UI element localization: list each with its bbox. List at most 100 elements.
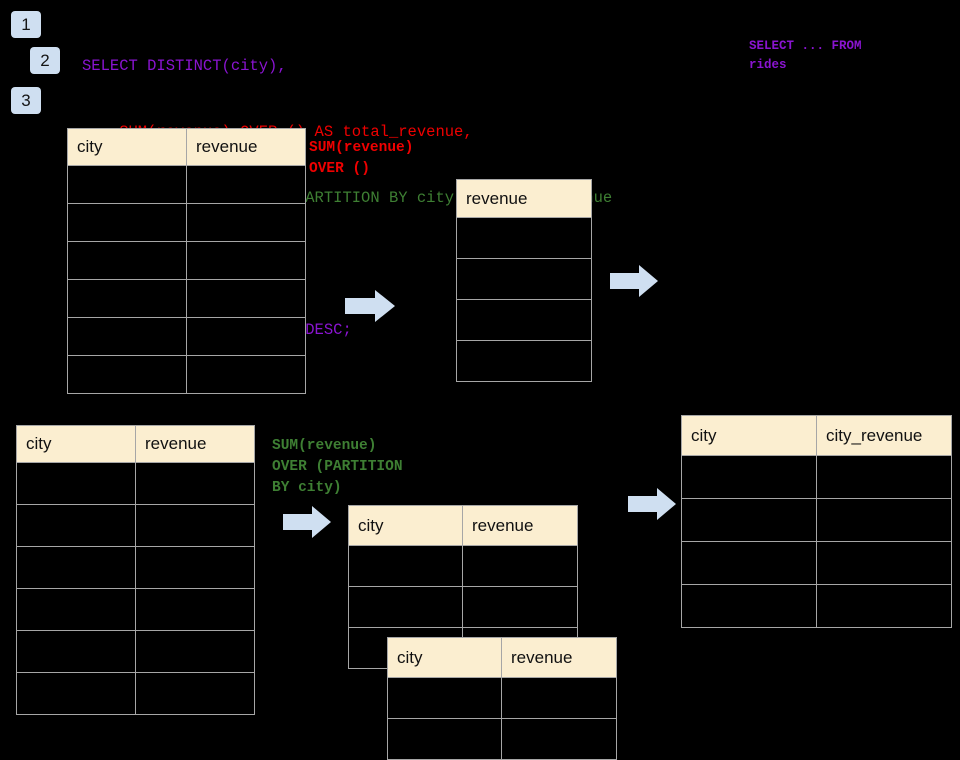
table-row <box>16 504 255 547</box>
table-cell <box>186 317 306 356</box>
arrow-source-to-total <box>345 288 395 329</box>
table-cell <box>16 504 136 547</box>
table-cell <box>681 541 817 585</box>
slide-canvas: 1 2 3 SELECT DISTINCT(city), SUM(revenue… <box>11 11 952 760</box>
table-cell <box>16 672 136 715</box>
table-header-row: city revenue <box>67 128 306 166</box>
annotation-sum-over-partition: SUM(revenue) OVER (PARTITION BY city) <box>272 438 403 496</box>
table-cell <box>456 258 592 300</box>
column-header-city-revenue: city_revenue <box>816 415 952 456</box>
table-cell <box>135 546 255 589</box>
table-cell <box>186 241 306 280</box>
table-cell <box>186 165 306 204</box>
rides-source-table-bottom: city revenue <box>16 425 255 715</box>
table-cell <box>67 203 187 242</box>
column-header-revenue: revenue <box>135 425 255 463</box>
table-row <box>67 355 306 394</box>
table-cell <box>816 584 952 628</box>
result-table: city city_revenue <box>681 415 952 628</box>
table-cell <box>186 203 306 242</box>
table-cell <box>16 588 136 631</box>
table-header-row: city revenue <box>348 505 578 546</box>
table-row <box>67 203 306 242</box>
table-cell <box>67 317 187 356</box>
arrow-right-icon <box>628 488 676 520</box>
column-header-city: city <box>16 425 136 463</box>
table-cell <box>456 217 592 259</box>
annotation-sum-over-empty: SUM(revenue) OVER () <box>309 140 414 177</box>
column-header-city: city <box>681 415 817 456</box>
arrow-right-icon <box>283 506 331 538</box>
table-cell <box>186 279 306 318</box>
total-revenue-table: revenue <box>456 179 592 382</box>
annotation-select-from-rides: SELECT ... FROM rides <box>749 39 862 72</box>
column-header-revenue: revenue <box>456 179 592 218</box>
table-row <box>456 299 592 341</box>
arrow-total-to-result <box>610 263 658 304</box>
table-cell <box>135 630 255 673</box>
table-row <box>16 462 255 505</box>
table-row <box>348 586 578 628</box>
table-cell <box>387 718 502 760</box>
step-badge-2: 2 <box>30 47 60 74</box>
table-cell <box>456 340 592 382</box>
column-header-city: city <box>67 128 187 166</box>
table-cell <box>816 498 952 542</box>
table-cell <box>67 279 187 318</box>
table-row <box>456 340 592 382</box>
table-row <box>681 498 952 542</box>
column-header-city: city <box>348 505 463 546</box>
table-cell <box>16 630 136 673</box>
table-cell <box>681 455 817 499</box>
table-cell <box>501 677 617 719</box>
table-cell <box>816 455 952 499</box>
table-header-row: city revenue <box>387 637 617 678</box>
table-header-row: city city_revenue <box>681 415 952 456</box>
table-cell <box>67 355 187 394</box>
column-header-revenue: revenue <box>501 637 617 678</box>
table-header-row: revenue <box>456 179 592 218</box>
table-row <box>67 165 306 204</box>
table-row <box>67 241 306 280</box>
partition-table-back: city revenue <box>348 505 578 669</box>
table-row <box>387 677 617 719</box>
table-cell <box>135 462 255 505</box>
column-header-revenue: revenue <box>186 128 306 166</box>
arrow-right-icon <box>345 290 395 322</box>
table-row <box>456 258 592 300</box>
table-cell <box>135 672 255 715</box>
table-row <box>456 217 592 259</box>
table-cell <box>67 241 187 280</box>
table-row <box>387 718 617 760</box>
table-row <box>681 541 952 585</box>
table-row <box>681 455 952 499</box>
rides-source-table-top: city revenue <box>67 128 306 394</box>
table-row <box>16 546 255 589</box>
table-cell <box>16 546 136 589</box>
table-cell <box>387 677 502 719</box>
column-header-revenue: revenue <box>462 505 578 546</box>
table-row <box>16 672 255 715</box>
table-row <box>67 279 306 318</box>
table-cell <box>16 462 136 505</box>
table-cell <box>456 299 592 341</box>
table-cell <box>501 718 617 760</box>
table-row <box>67 317 306 356</box>
arrow-right-icon <box>610 265 658 297</box>
partition-table-front: city revenue <box>387 637 617 760</box>
table-header-row: city revenue <box>16 425 255 463</box>
table-cell <box>681 498 817 542</box>
table-cell <box>135 504 255 547</box>
table-cell <box>135 588 255 631</box>
table-row <box>16 588 255 631</box>
step-badge-3: 3 <box>11 87 41 114</box>
table-cell <box>816 541 952 585</box>
table-row <box>681 584 952 628</box>
table-cell <box>348 545 463 587</box>
sql-line-1: SELECT DISTINCT(city), <box>82 57 287 75</box>
table-cell <box>681 584 817 628</box>
table-cell <box>462 586 578 628</box>
arrow-source-to-partition <box>283 505 331 544</box>
arrow-partition-to-result <box>628 487 676 526</box>
table-cell <box>462 545 578 587</box>
